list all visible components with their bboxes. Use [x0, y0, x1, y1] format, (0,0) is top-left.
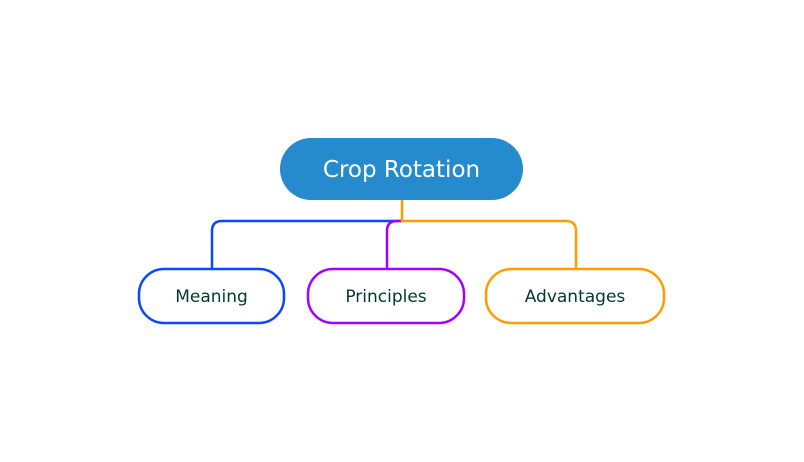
- child-node-advantages[interactable]: Advantages: [484, 267, 666, 325]
- root-node[interactable]: Crop Rotation: [280, 138, 523, 200]
- root-node-label: Crop Rotation: [323, 157, 480, 183]
- child-node-principles[interactable]: Principles: [306, 267, 466, 325]
- child-node-label: Meaning: [175, 287, 248, 307]
- child-node-meaning[interactable]: Meaning: [137, 267, 286, 325]
- child-node-label: Principles: [345, 287, 426, 307]
- child-node-label: Advantages: [525, 287, 626, 307]
- connector-principles: [385, 219, 402, 269]
- connector-advantages: [400, 200, 578, 269]
- connector-meaning: [210, 219, 402, 269]
